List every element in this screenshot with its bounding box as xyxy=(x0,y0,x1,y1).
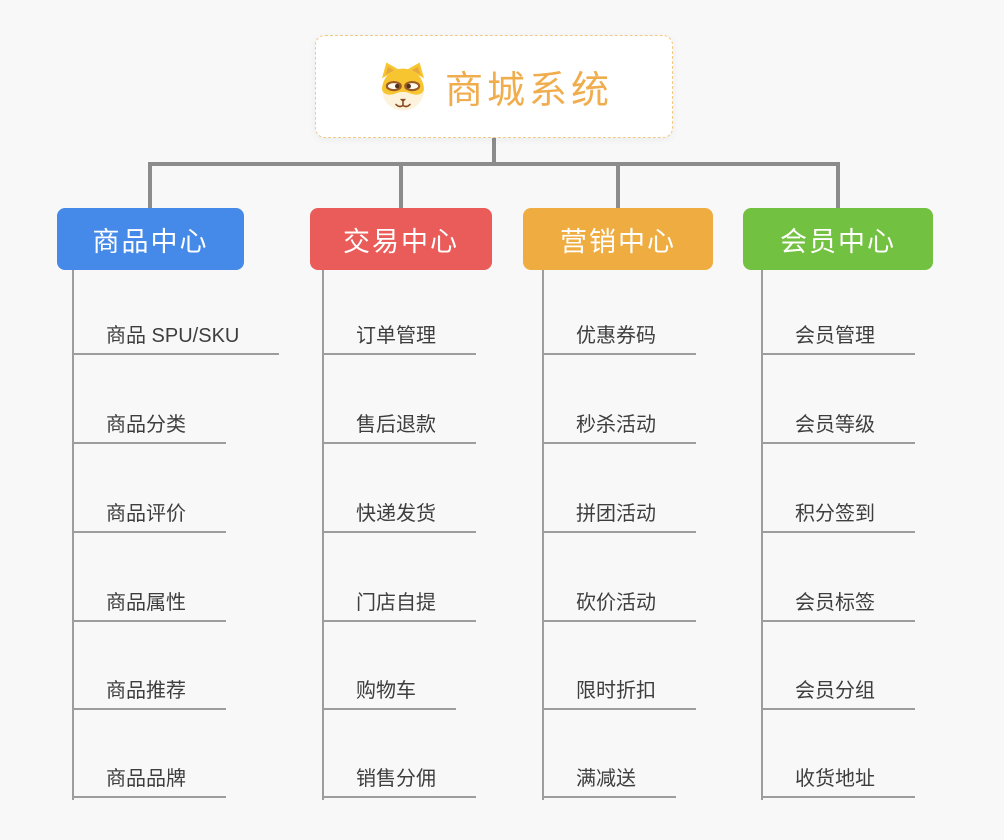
node-item[interactable]: 收货地址 xyxy=(761,756,915,798)
node-item[interactable]: 商品属性 xyxy=(72,580,226,622)
node-item[interactable]: 销售分佣 xyxy=(322,756,476,798)
node-item[interactable]: 砍价活动 xyxy=(542,580,696,622)
root-node[interactable]: 商城系统 xyxy=(315,35,673,138)
connector-root-stem xyxy=(492,137,496,166)
node-item[interactable]: 会员分组 xyxy=(761,668,915,710)
doge-icon xyxy=(381,62,424,111)
node-item[interactable]: 订单管理 xyxy=(322,313,476,355)
node-item[interactable]: 会员标签 xyxy=(761,580,915,622)
connector-drop-2 xyxy=(399,162,403,209)
node-item[interactable]: 商品 SPU/SKU xyxy=(72,313,280,355)
node-item[interactable]: 门店自提 xyxy=(322,580,476,622)
node-item[interactable]: 限时折扣 xyxy=(542,668,696,710)
node-item[interactable]: 会员管理 xyxy=(761,313,915,355)
branch-spine-4 xyxy=(761,270,763,800)
node-item[interactable]: 满减送 xyxy=(542,756,676,798)
branch-label: 交易中心 xyxy=(343,226,459,257)
node-item[interactable]: 商品评价 xyxy=(72,491,226,533)
connector-drop-1 xyxy=(148,162,152,209)
node-item[interactable]: 拼团活动 xyxy=(542,491,696,533)
branch-box-member[interactable]: 会员中心 xyxy=(743,208,933,270)
node-item[interactable]: 购物车 xyxy=(322,668,456,710)
node-item[interactable]: 快递发货 xyxy=(322,491,476,533)
node-item[interactable]: 售后退款 xyxy=(322,402,476,444)
branch-spine-3 xyxy=(542,270,544,800)
connector-drop-4 xyxy=(836,162,840,209)
branch-spine-2 xyxy=(322,270,324,800)
node-item[interactable]: 积分签到 xyxy=(761,491,915,533)
node-item[interactable]: 优惠券码 xyxy=(542,313,696,355)
node-item[interactable]: 商品品牌 xyxy=(72,756,226,798)
node-item[interactable]: 商品推荐 xyxy=(72,668,226,710)
branch-label: 营销中心 xyxy=(560,226,676,257)
branch-box-trade[interactable]: 交易中心 xyxy=(310,208,492,270)
branch-label: 会员中心 xyxy=(780,226,896,257)
root-title: 商城系统 xyxy=(444,70,613,112)
branch-box-marketing[interactable]: 营销中心 xyxy=(523,208,713,270)
node-item[interactable]: 商品分类 xyxy=(72,402,226,444)
branch-box-product[interactable]: 商品中心 xyxy=(57,208,244,270)
node-item[interactable]: 秒杀活动 xyxy=(542,402,696,444)
branch-label: 商品中心 xyxy=(92,226,209,257)
connector-rail xyxy=(148,162,840,166)
branch-spine-1 xyxy=(72,270,74,800)
node-item[interactable]: 会员等级 xyxy=(761,402,915,444)
connector-drop-3 xyxy=(616,162,620,209)
